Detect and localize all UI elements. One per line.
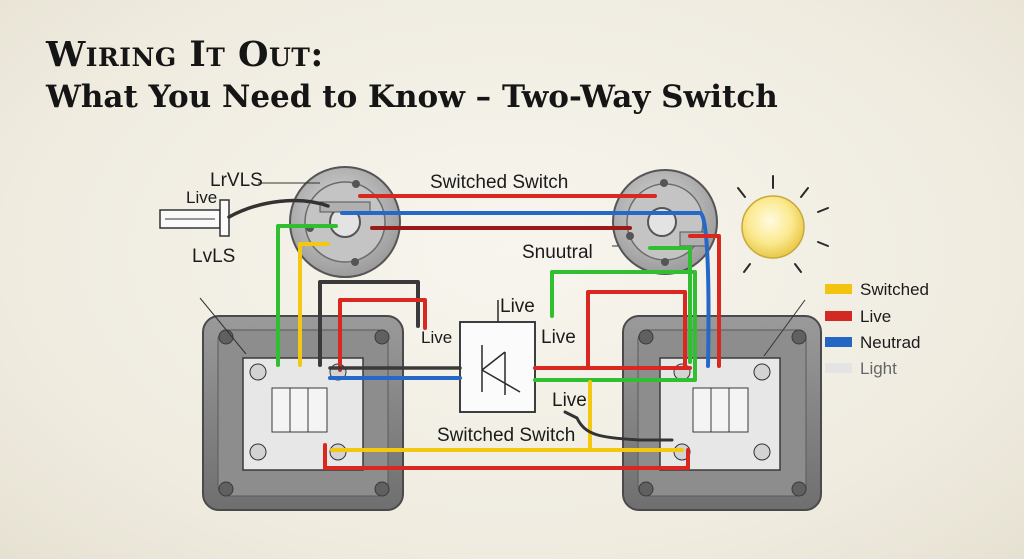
wires bbox=[227, 194, 721, 470]
legend-item: Switched bbox=[825, 280, 929, 299]
legend-item: Light bbox=[825, 359, 897, 378]
wire-black-bottom bbox=[563, 410, 674, 442]
wire-black-input bbox=[227, 198, 330, 219]
wire-green-left bbox=[276, 224, 338, 367]
legend-label: Live bbox=[860, 307, 891, 326]
label-live-input: Live bbox=[186, 188, 217, 207]
label-lower-live: Live bbox=[552, 390, 587, 411]
wire-yellow-left bbox=[298, 242, 330, 367]
label-top-switched: Switched Switch bbox=[430, 172, 568, 193]
label-top-left-code: LrVLS bbox=[210, 170, 263, 191]
central-junction-box bbox=[459, 300, 536, 413]
label-center-live-left: Live bbox=[421, 328, 452, 347]
wire-blue-right bbox=[658, 211, 711, 368]
wire-black-loop bbox=[318, 280, 420, 367]
page-title: Wiring It Out: What You Need to Know – T… bbox=[46, 34, 778, 118]
wire-red-bottom bbox=[323, 443, 690, 470]
legend-swatch bbox=[825, 311, 852, 321]
label-bottom-left-code: LvLS bbox=[192, 246, 235, 267]
wire-green-center bbox=[533, 270, 697, 382]
wire-red-right bbox=[688, 234, 721, 368]
label-bottom-switched: Switched Switch bbox=[437, 425, 575, 446]
leader-lines bbox=[199, 182, 806, 357]
label-center-live-right: Live bbox=[541, 327, 576, 348]
legend-swatch bbox=[825, 284, 852, 294]
legend-label: Neutrad bbox=[860, 333, 920, 352]
title-line-2: What You Need to Know – Two-Way Switch bbox=[46, 79, 778, 115]
title-line-1: Wiring It Out: bbox=[46, 34, 324, 75]
label-center-live-top: Live bbox=[500, 296, 535, 317]
legend: Switched Live Neutrad Light bbox=[825, 280, 929, 378]
light-bulb-icon bbox=[737, 175, 829, 273]
legend-label: Light bbox=[860, 359, 897, 378]
live-input-plug bbox=[159, 199, 230, 237]
legend-item: Live bbox=[825, 307, 891, 326]
legend-label: Switched bbox=[860, 280, 929, 299]
right-ceiling-rose bbox=[612, 169, 718, 275]
left-switch-box bbox=[202, 315, 404, 511]
legend-swatch bbox=[825, 337, 852, 347]
legend-swatch bbox=[825, 363, 852, 373]
label-snuutral: Snuutral bbox=[522, 242, 593, 263]
right-switch-box bbox=[622, 315, 822, 511]
legend-item: Neutrad bbox=[825, 333, 920, 352]
